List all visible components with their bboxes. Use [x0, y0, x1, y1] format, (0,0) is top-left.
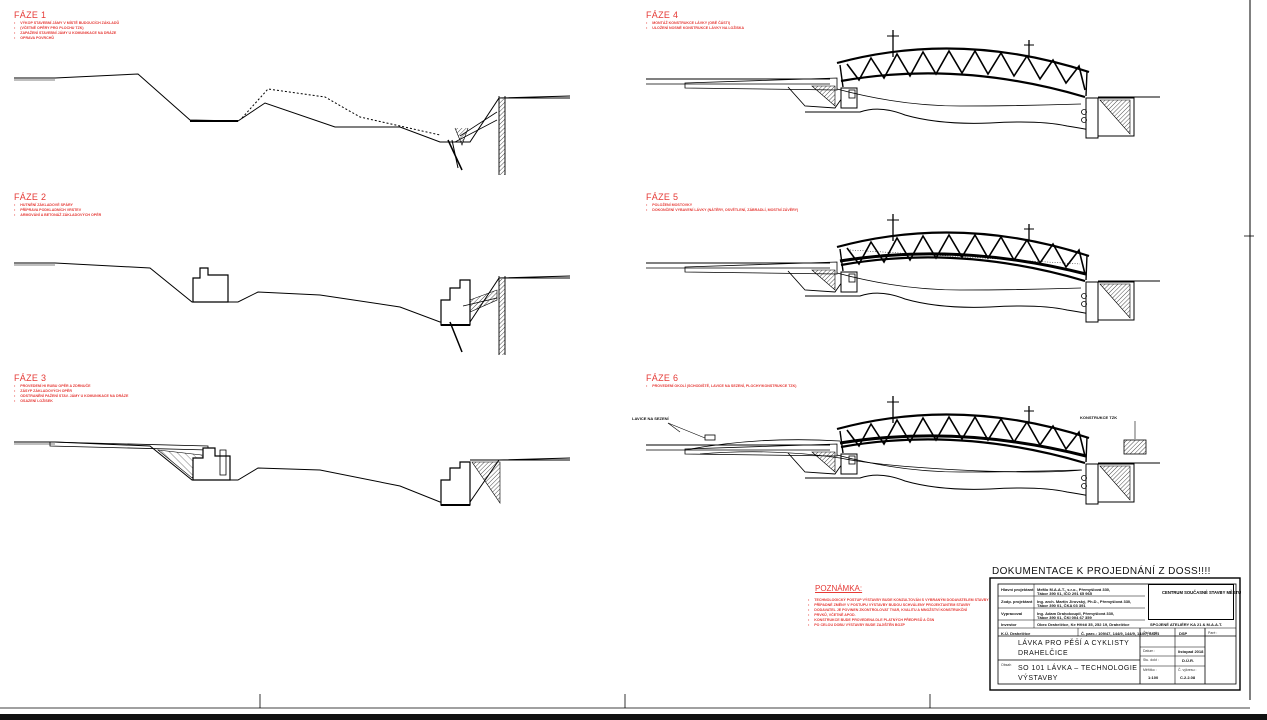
- project-name-2: DRAHELČICE: [1018, 650, 1069, 657]
- tb-label: Hlavní projektant: [1001, 587, 1034, 592]
- phase-3-title: FÁZE 3: [14, 373, 47, 383]
- phase-5-title: FÁZE 5: [646, 192, 679, 202]
- tb-field-value: 1:100: [1148, 675, 1159, 680]
- tb-label: Zodp. projektant: [1001, 599, 1033, 604]
- note-item: PO CELOU DOBU VÝSTAVBY BUDE ZAJIŠTĚN BOZ…: [808, 623, 989, 628]
- phase-6-section: [645, 394, 1161, 505]
- tb-label: Investor: [1001, 622, 1017, 627]
- note-item: ZÁSYP ZÁKLADOVÝCH OPĚR: [14, 389, 128, 394]
- note-item: HUTNĚNÍ ZÁKLADOVÉ SPÁRY: [14, 203, 101, 208]
- phase-3-notes: PROVEDENÍ HI RUBU OPĚR A ZDRNUČE ZÁSYP Z…: [14, 384, 128, 404]
- note-item: PROVEDENÍ OKOLÍ (SCHODIŠTĚ, LAVICE NA SE…: [646, 384, 796, 389]
- poznamka-title: POZNÁMKA:: [815, 584, 863, 593]
- phase-4-notes: MONTÁŽ KONSTRUKCE LÁVKY (OBĚ ČÁSTI) ULOŽ…: [646, 21, 744, 31]
- phase-5-notes: POLOŽENÍ MOSTOVKY DOKONČENÍ VYBAVENÍ LÁV…: [646, 203, 798, 213]
- note-item: MONTÁŽ KONSTRUKCE LÁVKY (OBĚ ČÁSTI): [646, 21, 744, 26]
- tb-field-label: Číslo zak.:: [1143, 631, 1160, 635]
- doc-title: DOKUMENTACE K PROJEDNÁNÍ Z DOSS!!!!: [992, 566, 1211, 577]
- tb-field-label: Datum :: [1143, 649, 1156, 653]
- tb-label: Vypracoval: [1001, 611, 1023, 616]
- phase-4-title: FÁZE 4: [646, 10, 679, 20]
- note-item: PRVKŮ, VČETNĚ APOD.: [808, 613, 989, 618]
- phase-1-notes: VÝKOP STAVEBNÍ JÁMY V MÍSTĚ BUDOUCÍCH ZÁ…: [14, 21, 119, 41]
- tb-value: MeMo M.A.A.T., s.r.o., Přemyšlová 330,: [1037, 587, 1111, 592]
- note-item: PŘÍPRAVA PODKLADNÍCH VRSTEV: [14, 208, 101, 213]
- tb-ku: K.Ú. Drahelčice: [1001, 631, 1031, 636]
- note-item: POLOŽENÍ MOSTOVKY: [646, 203, 798, 208]
- tb-field-value: D.Ú.R.: [1182, 658, 1194, 663]
- object-name-2: VÝSTAVBY: [1018, 675, 1058, 682]
- note-item: PROVEDENÍ HI RUBU OPĚR A ZDRNUČE: [14, 384, 128, 389]
- note-item: VÝKOP STAVEBNÍ JÁMY V MÍSTĚ BUDOUCÍCH ZÁ…: [14, 21, 119, 26]
- phase-5-section: [645, 212, 1161, 323]
- phase-2-title: FÁZE 2: [14, 192, 47, 202]
- note-item: ARMOVÁNÍ A BETONÁŽ ZÁKLADOVÝCH OPĚR: [14, 213, 101, 218]
- tb-value: Obec Drahelčice, Ke Hřišti 35, 252 19, D…: [1037, 622, 1130, 627]
- tb-field-value: C.2.2.08: [1180, 675, 1196, 680]
- note-item: ULOŽENÍ NOSNÉ KONSTRUKCE LÁVKY NA LOŽISK…: [646, 26, 744, 31]
- phase-1-section: [14, 73, 571, 175]
- note-item: KONSTRUKCE BUDE PROVEDENA DLE PLATNÝCH P…: [808, 618, 989, 623]
- note-item: OSAZENÍ LOŽISEK: [14, 399, 128, 404]
- tb-value: Tábor 390 01, ČKI 004 67 359: [1037, 615, 1092, 620]
- project-name: LÁVKA PRO PĚŠÍ A CYKLISTY: [1018, 640, 1130, 647]
- title-block-frame: [989, 577, 1241, 691]
- tb-obsah-label: Obsah: [1001, 663, 1012, 667]
- note-item: TECHNOLOGICKÝ POSTUP VÝSTAVBY BUDE KONZU…: [808, 598, 988, 603]
- tb-value: Tábor 390 01, ČKA 03 391: [1037, 603, 1086, 608]
- logo-text: CENTRUM SOUČASNÉ STAVBY MĚSTŮ: [1162, 590, 1242, 595]
- object-name: SO 101 LÁVKA – TECHNOLOGIE: [1018, 665, 1138, 672]
- tb-field-label: Č. výkresu :: [1178, 668, 1197, 672]
- phase-6-notes: PROVEDENÍ OKOLÍ (SCHODIŠTĚ, LAVICE NA SE…: [646, 384, 796, 389]
- note-item: PŘÍPADNÉ ZMĚNY V POSTUPU VÝSTAVBY BUDOU …: [808, 603, 989, 608]
- callout-lavice: LAVICE NA SEZENÍ: [632, 416, 669, 421]
- tb-value: Tábor 390 01, IČO 291 65 965: [1037, 591, 1092, 596]
- logo: [1148, 584, 1234, 620]
- phase-4-section: [645, 28, 1161, 139]
- note-item: ODSTRANĚNÍ PAŽENÍ STAV. JÁMY U KOMUNIKAC…: [14, 394, 128, 399]
- note-item: DOKONČENÍ VYBAVENÍ LÁVKY (NÁTĚRY, OSVĚTL…: [646, 208, 798, 213]
- phase-2-section: [14, 262, 571, 355]
- phase-3-section: [14, 441, 571, 506]
- note-item: OPRAVA POVRCHŮ: [14, 36, 119, 41]
- tb-field-value: listopad 2018: [1178, 649, 1204, 654]
- note-item: DODAVATEL JE POVINEN ZKONTROLOVAT TVAR, …: [808, 608, 989, 613]
- phase-6-title: FÁZE 6: [646, 373, 679, 383]
- tb-pare: Paré :: [1208, 631, 1218, 635]
- tb-parcel: Č. parc.: 109/47, 144/9, 144/9, 144/7, 8…: [1081, 631, 1160, 636]
- phase-1-title: FÁZE 1: [14, 10, 47, 20]
- callout-konstrukce: KONSTRUKCE TZK: [1080, 415, 1118, 420]
- tb-phase: DSP: [1179, 631, 1188, 636]
- tb-field-label: Stu. dokt :: [1143, 658, 1159, 662]
- note-item: ZAPAŽENÍ STAVEBNÍ JÁMY U KOMUNIKACE NA D…: [14, 31, 119, 36]
- tb-field-label: Měřítko :: [1143, 668, 1157, 672]
- poznamka-notes: TECHNOLOGICKÝ POSTUP VÝSTAVBY BUDE KONZU…: [808, 598, 989, 628]
- note-item: (VČETNĚ OPĚRY PRO PLOCHU TZK): [14, 26, 119, 31]
- tb-value: Ing. arch. Martin Jirovský, Ph.D., Přemy…: [1037, 599, 1132, 604]
- tb-value: Ing. Adam Drahokoupil, Přemyšlová 330,: [1037, 611, 1115, 616]
- logo-subtitle: SPOJENÉ ATELIÉRY KA 21 & M.A.A.T.: [1150, 622, 1223, 627]
- phase-2-notes: HUTNĚNÍ ZÁKLADOVÉ SPÁRY PŘÍPRAVA PODKLAD…: [14, 203, 101, 218]
